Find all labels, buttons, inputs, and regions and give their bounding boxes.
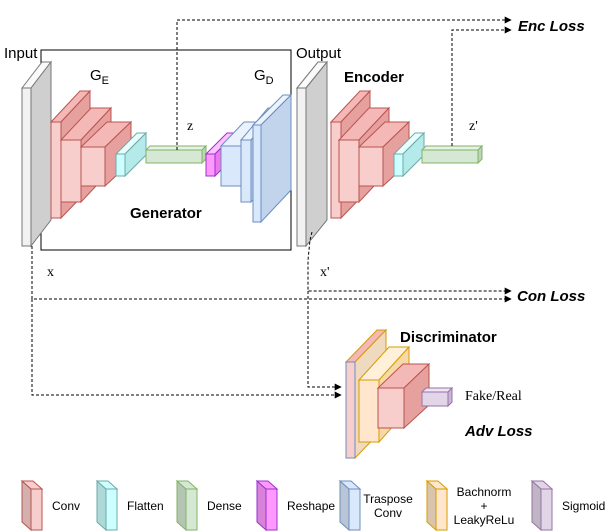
legend-swatch-conv: [30, 488, 43, 531]
fake-real-label: Fake/Real: [465, 389, 522, 404]
legend-swatch-dense: [185, 488, 198, 531]
encoder-label: Encoder: [344, 69, 404, 86]
enc-loss-label: Enc Loss: [518, 18, 585, 35]
con-loss-label: Con Loss: [517, 288, 585, 305]
legend-label-reshape: Reshape: [287, 499, 335, 513]
x-label: x: [47, 265, 54, 280]
sigmoid-block: [420, 386, 454, 408]
legend-label-traspose: Traspose: [363, 492, 413, 506]
dense-z: [144, 144, 208, 165]
generator-label: Generator: [130, 205, 202, 222]
input-label: Input: [4, 45, 38, 62]
legend-swatch-reshape: [265, 488, 278, 531]
legend-label-bnorm: Bachnorm: [457, 485, 512, 499]
legend-item-bnorm: Bachnorm+LeakyReLu: [425, 479, 515, 531]
legend-item-sigmoid: Sigmoid: [530, 479, 605, 531]
arrow-xprime-to-discriminator: [307, 291, 342, 391]
ge-conv-stack: [49, 89, 133, 220]
z-label: z: [187, 119, 193, 134]
x-prime-label: x': [320, 265, 330, 280]
legend-swatch-flatten: [105, 488, 118, 531]
z-prime-label: z': [469, 119, 478, 134]
legend-label-conv: Conv: [52, 499, 80, 513]
adv-loss-label: Adv Loss: [464, 423, 533, 440]
arrow-zprime-to-enc-loss: [451, 26, 512, 146]
gd-transpose-stack: [219, 93, 293, 224]
output-label: Output: [296, 45, 342, 62]
ge-label: GE: [90, 67, 109, 87]
output-block: [295, 60, 329, 248]
legend-label-bnorm-3: LeakyReLu: [454, 513, 515, 527]
encoder-flatten: [392, 131, 426, 178]
legend-swatch-sigmoid: [540, 488, 553, 531]
discriminator-label: Discriminator: [400, 329, 497, 346]
legend-label-traspose-2: Conv: [374, 506, 402, 520]
dense-z-prime: [420, 144, 484, 165]
legend-label-flatten: Flatten: [127, 499, 164, 513]
discriminator-stack: [344, 328, 431, 460]
input-block: [20, 60, 53, 248]
legend-item-flatten: Flatten: [95, 479, 164, 531]
legend-label-dense: Dense: [207, 499, 242, 513]
legend-item-conv: Conv: [20, 479, 80, 531]
legend-item-reshape: Reshape: [255, 479, 335, 531]
legend-item-dense: Dense: [175, 479, 242, 531]
ge-flatten: [114, 131, 148, 178]
arrow-x-to-discriminator: [31, 299, 342, 399]
arrow-z-to-enc-loss: [176, 16, 512, 150]
connectors: [31, 16, 512, 399]
legend-swatch-bnorm: [435, 488, 448, 531]
encoder-conv-stack: [329, 89, 411, 220]
gd-label: GD: [254, 67, 274, 87]
arrow-xprime-to-con-loss: [307, 231, 512, 295]
legend-swatch-traspose: [348, 488, 361, 531]
legend-label-bnorm-2: +: [480, 499, 487, 513]
legend-label-sigmoid: Sigmoid: [562, 499, 605, 513]
